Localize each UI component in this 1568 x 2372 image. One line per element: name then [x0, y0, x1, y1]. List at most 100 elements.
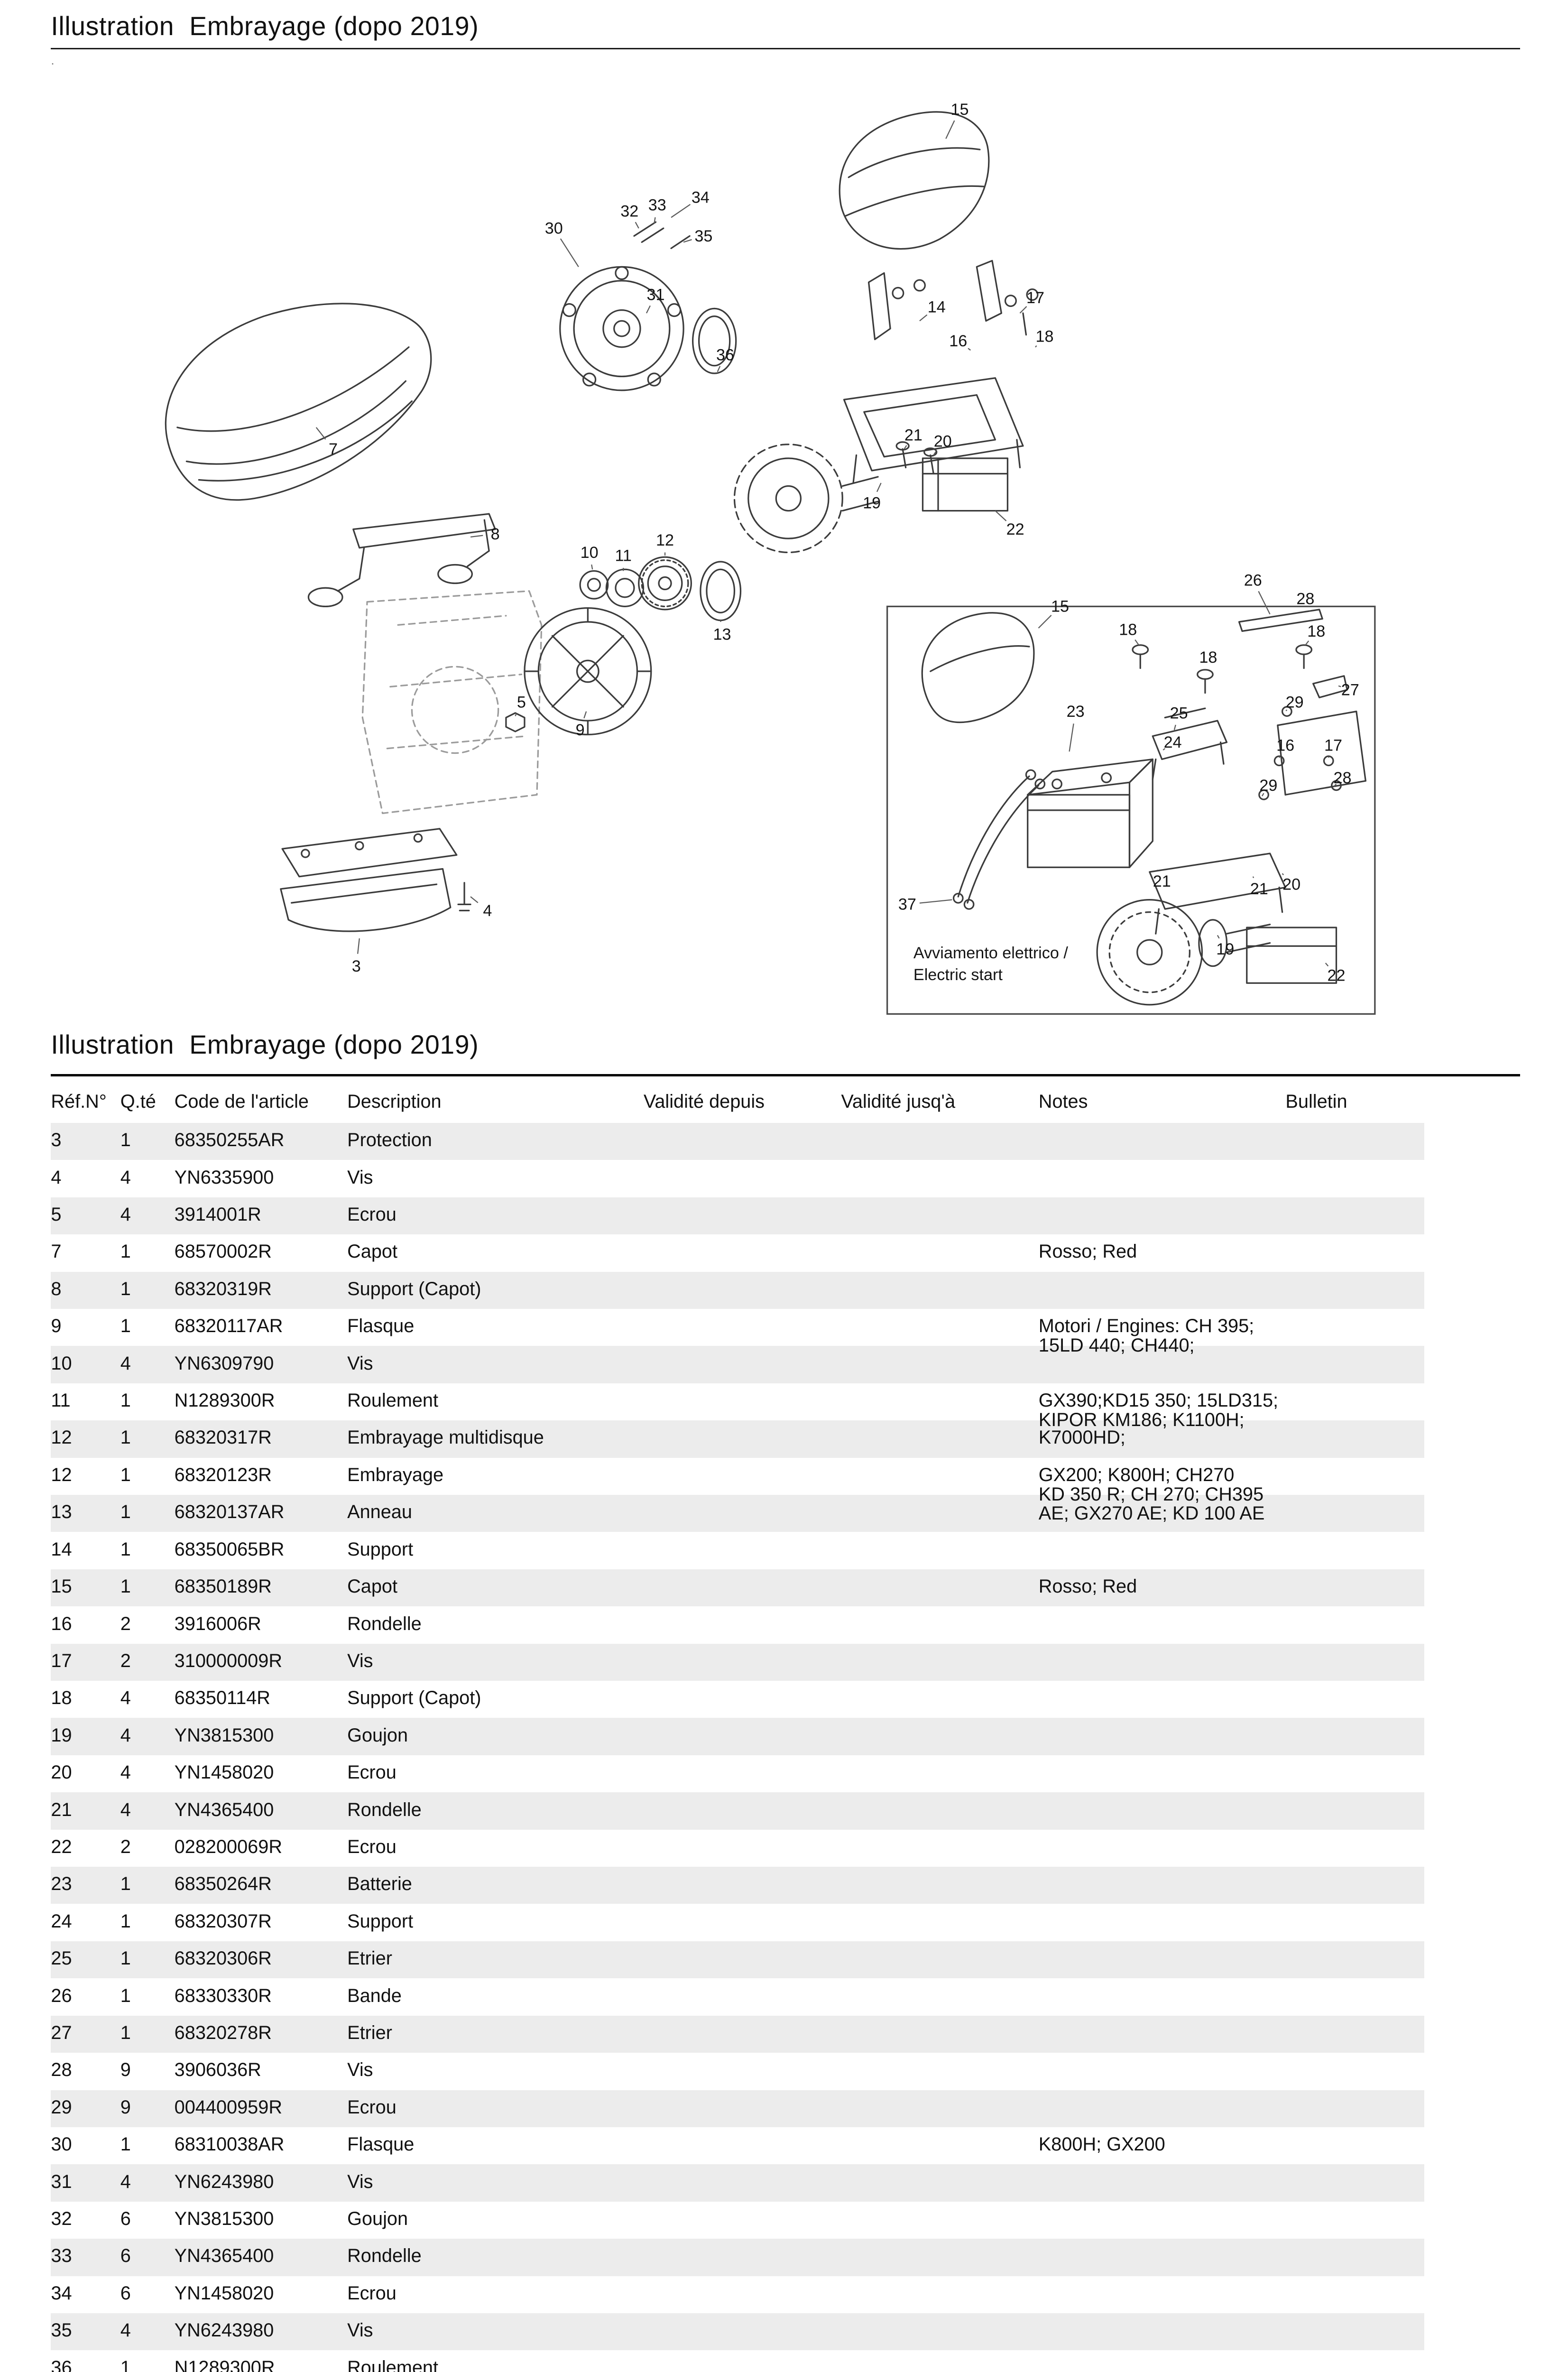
cell-to	[841, 2053, 1038, 2060]
cell-qty: 4	[120, 1167, 131, 1188]
cell-notes	[1039, 1123, 1286, 1130]
callout-leader	[876, 482, 882, 492]
cell-code: 3906036R	[174, 2059, 261, 2081]
cell-bulletin	[1285, 1718, 1424, 1725]
cell-qty: 6	[120, 2282, 131, 2304]
callout-leader	[1325, 963, 1329, 967]
cell-from	[644, 2202, 841, 2209]
cell-notes: GX200; K800H; CH270 KD 350 R; CH 270; CH…	[1038, 1464, 1265, 1524]
cell-code: 68320137AR	[174, 1501, 285, 1523]
cell-desc: Vis	[347, 1353, 373, 1374]
cell-code: 68320306R	[174, 1948, 272, 1969]
cell-from	[644, 1234, 841, 1242]
callout-number: 5	[517, 694, 526, 712]
cell-bulletin	[1285, 1420, 1424, 1428]
callout-number: 3	[352, 957, 361, 975]
cell-bulletin	[1285, 2016, 1424, 2023]
cell-bulletin	[1285, 1755, 1424, 1763]
cell-notes	[1039, 2350, 1286, 2358]
cell-notes	[1039, 1941, 1286, 1949]
callout-number: 19	[1217, 940, 1235, 958]
callout-number: 20	[1283, 876, 1301, 894]
engine-ghost	[362, 590, 543, 815]
cover-supports	[868, 259, 1039, 475]
callout-leader	[1134, 639, 1140, 646]
cell-ref: 13	[51, 1501, 72, 1523]
cell-code: 68350065BR	[174, 1538, 285, 1560]
cell-from	[644, 1383, 841, 1391]
cell-ref: 8	[51, 1278, 62, 1299]
cell-bulletin	[1285, 2127, 1424, 2135]
cell-to	[841, 2016, 1038, 2023]
cell-notes	[1039, 1606, 1286, 1614]
exploded-diagram: Avviamento elettrico / Electric start 15…	[165, 101, 1376, 1015]
callout-number: 13	[713, 625, 731, 643]
cell-ref: 28	[51, 2059, 72, 2081]
cell-qty: 4	[120, 2320, 131, 2341]
electric-start-box	[886, 605, 1376, 1015]
cell-ref: 27	[51, 2022, 72, 2043]
column-header-desc: Description	[347, 1091, 442, 1112]
cell-ref: 16	[51, 1613, 72, 1634]
cell-code: 68320307R	[174, 1910, 272, 1932]
cell-qty: 9	[120, 2059, 131, 2081]
cell-bulletin	[1285, 2350, 1424, 2358]
callout-number: 18	[1308, 622, 1326, 640]
cell-bulletin	[1285, 2053, 1424, 2060]
cell-bulletin	[1285, 1383, 1424, 1391]
cell-to	[841, 2127, 1038, 2135]
right-bracket	[1258, 675, 1367, 800]
cell-code: N1289300R	[174, 1390, 275, 1411]
cell-desc: Batterie	[347, 1873, 412, 1895]
cell-to	[841, 1346, 1038, 1353]
callout-leader	[646, 305, 651, 314]
callout-leader	[1069, 723, 1075, 752]
cell-notes	[1039, 1681, 1286, 1688]
cell-ref: 26	[51, 1985, 72, 2006]
cell-from	[644, 2053, 841, 2060]
cell-desc: Protection	[347, 1130, 432, 1151]
column-header-bulletin: Bulletin	[1285, 1091, 1347, 1112]
cell-notes: K800H; GX200	[1038, 2134, 1165, 2155]
cell-code: YN6335900	[174, 1167, 274, 1188]
cell-ref: 4	[51, 1167, 62, 1188]
cell-code: 3916006R	[174, 1613, 261, 1634]
cell-bulletin	[1285, 1941, 1424, 1949]
callout-number: 12	[656, 531, 674, 549]
cell-to	[841, 2350, 1038, 2358]
cell-from	[644, 1569, 841, 1577]
cell-desc: Vis	[347, 2171, 373, 2192]
cell-from	[644, 1792, 841, 1800]
cell-to	[841, 1867, 1038, 1874]
cell-to	[841, 1160, 1038, 1167]
callout-number: 31	[647, 286, 665, 304]
cell-bulletin	[1285, 1830, 1424, 1837]
cell-bulletin	[1285, 1346, 1424, 1353]
cell-bulletin	[1285, 1458, 1424, 1465]
cell-from	[644, 2239, 841, 2246]
cell-to	[841, 1978, 1038, 1986]
cell-desc: Goujon	[347, 2208, 408, 2229]
cell-qty: 1	[120, 1873, 131, 1895]
cell-notes	[1039, 1978, 1286, 1986]
cell-desc: Rondelle	[347, 1799, 422, 1820]
cell-desc: Etrier	[347, 2022, 392, 2043]
cell-qty: 4	[120, 1799, 131, 1820]
callout-number: 21	[1250, 880, 1268, 898]
cell-to	[841, 1309, 1038, 1316]
cell-code: 68330330R	[174, 1985, 272, 2006]
cell-notes	[1039, 1197, 1286, 1205]
cell-from	[644, 1904, 841, 1911]
cell-notes	[1039, 2239, 1286, 2246]
callout-number: 9	[576, 721, 585, 739]
cell-to	[841, 1420, 1038, 1428]
cell-to	[841, 1383, 1038, 1391]
cell-from	[644, 1309, 841, 1316]
cell-to	[841, 1644, 1038, 1651]
cell-bulletin	[1285, 1234, 1424, 1242]
